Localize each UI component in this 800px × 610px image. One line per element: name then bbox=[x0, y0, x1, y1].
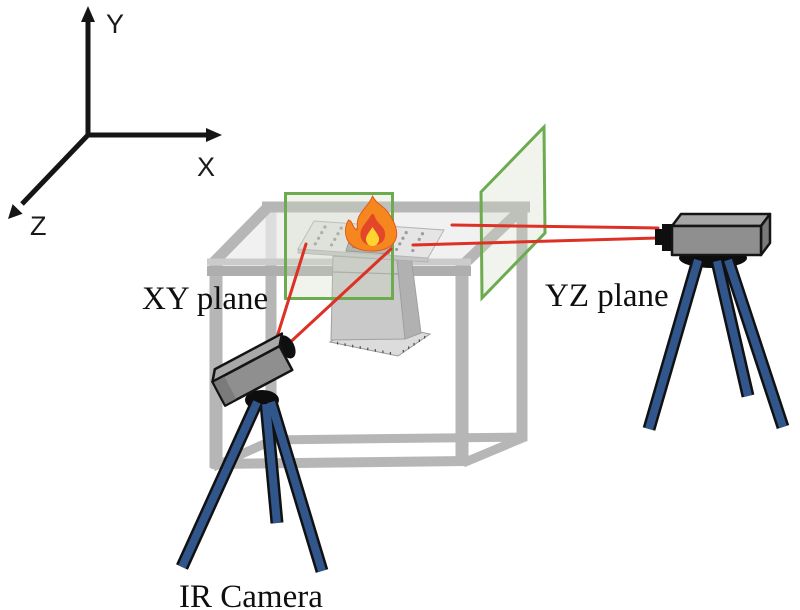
ir-tripod-leg-left bbox=[178, 400, 261, 569]
right-camera-top-face bbox=[670, 212, 772, 228]
right-tripod-leg-right bbox=[724, 258, 787, 429]
frame-top-right-bar bbox=[461, 202, 529, 267]
ir-camera bbox=[176, 332, 329, 573]
flame-icon bbox=[344, 194, 398, 252]
y-axis-label: Y bbox=[106, 9, 124, 39]
yz-plane-polygon bbox=[479, 123, 547, 302]
ir-camera-end-shade bbox=[213, 376, 237, 405]
right-camera bbox=[642, 212, 790, 431]
xy-plane-label: XY plane bbox=[142, 281, 268, 317]
frame-bottom-front-bar bbox=[210, 456, 468, 469]
platform-hole bbox=[320, 230, 324, 235]
frame-bottom-right-bar bbox=[461, 432, 527, 468]
yz-plane-label: YZ plane bbox=[545, 278, 669, 314]
frame-top-left-bar bbox=[209, 202, 273, 267]
platform-hole bbox=[333, 237, 337, 241]
platform-hole bbox=[394, 247, 399, 252]
platform-hole bbox=[404, 231, 408, 235]
platform-hole bbox=[313, 242, 317, 246]
right-camera-lens bbox=[662, 224, 672, 251]
right-tripod-legs bbox=[642, 257, 790, 431]
z-axis-arrowhead bbox=[8, 204, 23, 219]
flame-core bbox=[365, 227, 380, 246]
platform-hole bbox=[329, 243, 334, 247]
platform-hole bbox=[420, 232, 425, 236]
ir-tripod-legs bbox=[176, 399, 329, 573]
right-sight-line-upper bbox=[450, 223, 660, 230]
yz-plane-sheet bbox=[479, 123, 547, 302]
right-sight-line-lower bbox=[411, 236, 660, 247]
z-axis-label: Z bbox=[30, 211, 47, 241]
ir-camera-front-face bbox=[211, 344, 294, 407]
ir-tripod-leg-middle bbox=[262, 403, 281, 524]
y-axis-arrowhead bbox=[81, 6, 95, 22]
z-axis bbox=[20, 133, 90, 206]
ir-tripod-leg-right bbox=[267, 400, 326, 573]
camera-sight-lines bbox=[275, 223, 660, 350]
right-tripod-leg-middle bbox=[713, 260, 752, 397]
ir-sight-line-burner bbox=[282, 247, 393, 350]
platform-hole bbox=[316, 236, 321, 240]
x-axis-arrowhead bbox=[206, 128, 222, 142]
right-camera-body bbox=[670, 212, 772, 257]
x-axis-label: X bbox=[197, 152, 215, 182]
pedestal-bolt-holes bbox=[336, 335, 426, 355]
coordinate-axes bbox=[8, 6, 222, 219]
platform-hole bbox=[336, 232, 340, 236]
platform-hole bbox=[339, 226, 343, 230]
right-camera-lens-tip bbox=[655, 229, 663, 245]
ir-sight-line-left bbox=[275, 242, 308, 339]
right-tripod-leg-left bbox=[645, 258, 702, 431]
platform-hole bbox=[411, 248, 415, 253]
platform-hole bbox=[401, 236, 405, 240]
ir-camera-label: IR Camera bbox=[179, 579, 323, 610]
platform-hole bbox=[323, 225, 327, 229]
right-camera-front-face bbox=[670, 224, 763, 257]
frame-bottom-back-bar bbox=[265, 432, 528, 445]
ir-camera-body bbox=[211, 332, 296, 407]
platform-hole bbox=[398, 242, 402, 246]
platform-hole bbox=[417, 237, 421, 241]
